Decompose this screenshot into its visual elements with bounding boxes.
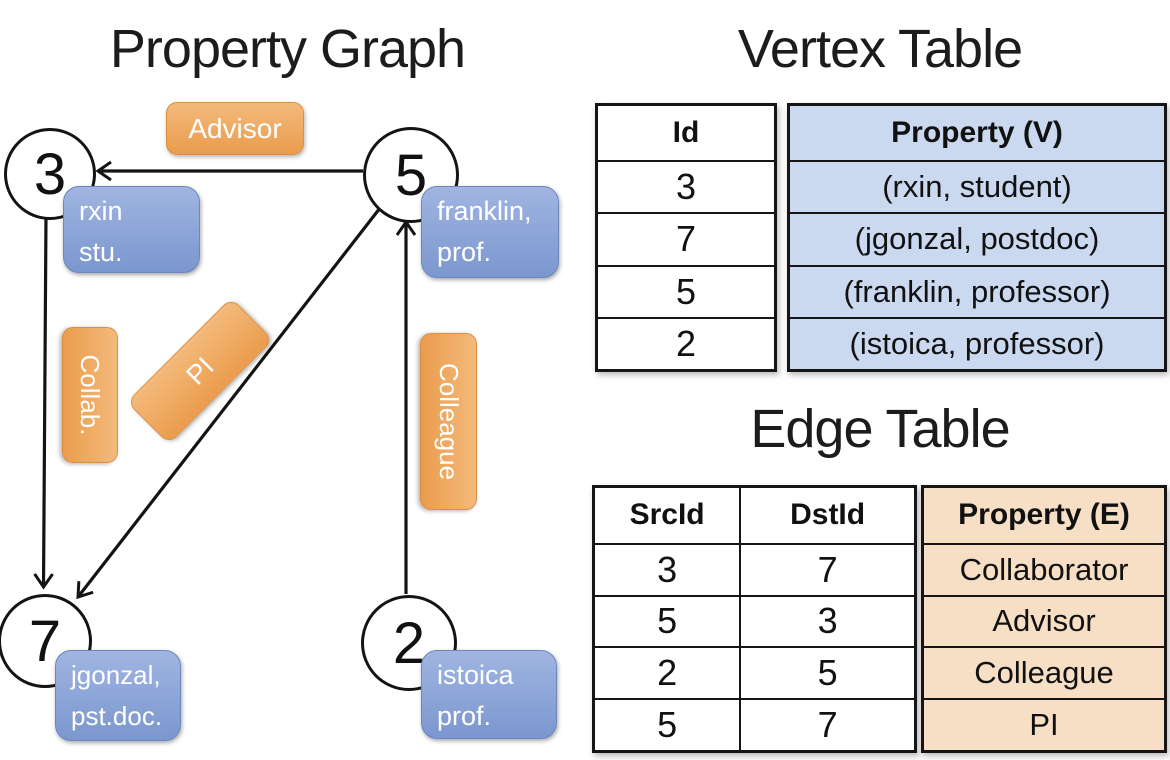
vertex-table-title: Vertex Table [737, 19, 1023, 79]
vertex-id: 2 [392, 610, 426, 676]
table-cell: 3 [595, 542, 740, 595]
table-cell: 5 [739, 646, 914, 699]
vertex-label-istoica: istoica prof. [421, 650, 557, 739]
vertex-label-line: istoica [437, 660, 514, 690]
vertex-table-id-column: Id 3 7 5 2 [595, 103, 777, 372]
vertex-node-3: 3 [4, 128, 96, 220]
table-cell: Advisor [924, 594, 1164, 647]
property-graph-title: Property Graph [109, 19, 466, 79]
table-cell: (franklin, professor) [790, 264, 1164, 317]
edge-label-text: Colleague [434, 362, 464, 481]
column-header-property-e: Property (E) [958, 498, 1130, 532]
table-cell: PI [924, 698, 1164, 750]
table-cell: Collaborator [924, 542, 1164, 595]
table-cell: 2 [595, 646, 740, 698]
edge-label-text: PI [180, 351, 220, 391]
edge-table-id-columns: SrcId DstId 3 7 5 3 2 5 5 7 [592, 485, 917, 753]
vertex-label-line: franklin, [437, 196, 532, 226]
table-cell: (rxin, student) [790, 160, 1164, 212]
edge-label-collab: Collab. [62, 327, 118, 463]
table-cell: 2 [598, 316, 774, 369]
vertex-label-line: prof. [437, 701, 492, 731]
table-cell: 7 [739, 542, 914, 595]
vertex-label-line: stu. [79, 237, 123, 267]
vertex-label-line: jgonzal, [71, 660, 161, 690]
table-cell: 3 [739, 594, 914, 647]
vertex-label-franklin: franklin, prof. [421, 186, 559, 278]
table-cell: Colleague [924, 646, 1164, 698]
vertex-label-jgonzal: jgonzal, pst.doc. [55, 650, 181, 741]
edge-label-advisor: Advisor [166, 102, 304, 155]
vertex-id: 3 [33, 141, 67, 207]
column-header-srcid: SrcId [629, 498, 705, 532]
vertex-label-line: rxin [79, 196, 123, 226]
vertex-label-line: prof. [437, 237, 492, 267]
vertex-table-property-column: Property (V) (rxin, student) (jgonzal, p… [787, 103, 1167, 372]
table-cell: 7 [739, 698, 914, 750]
table-cell: 5 [595, 698, 740, 750]
column-header-property-v: Property (V) [891, 116, 1063, 150]
table-cell: (istoica, professor) [790, 316, 1164, 369]
edge-table-property-column: Property (E) Collaborator Advisor Collea… [921, 485, 1167, 753]
table-cell: (jgonzal, postdoc) [790, 212, 1164, 264]
edge-pi-5-to-7 [76, 207, 382, 600]
edge-table-title: Edge Table [750, 399, 1010, 459]
vertex-label-line: pst.doc. [71, 701, 163, 731]
table-cell: 5 [598, 264, 774, 317]
edge-collab-3-to-7 [33, 215, 54, 590]
column-header-dstid: DstId [739, 488, 914, 543]
table-cell: 3 [598, 160, 774, 212]
edge-label-text: Collab. [75, 354, 106, 436]
column-header-id: Id [672, 116, 700, 150]
edge-label-colleague: Colleague [420, 333, 477, 510]
table-cell: 7 [598, 212, 774, 264]
vertex-label-rxin: rxin stu. [63, 186, 200, 273]
edge-label-text: Advisor [188, 112, 282, 144]
table-cell: 5 [595, 594, 740, 647]
